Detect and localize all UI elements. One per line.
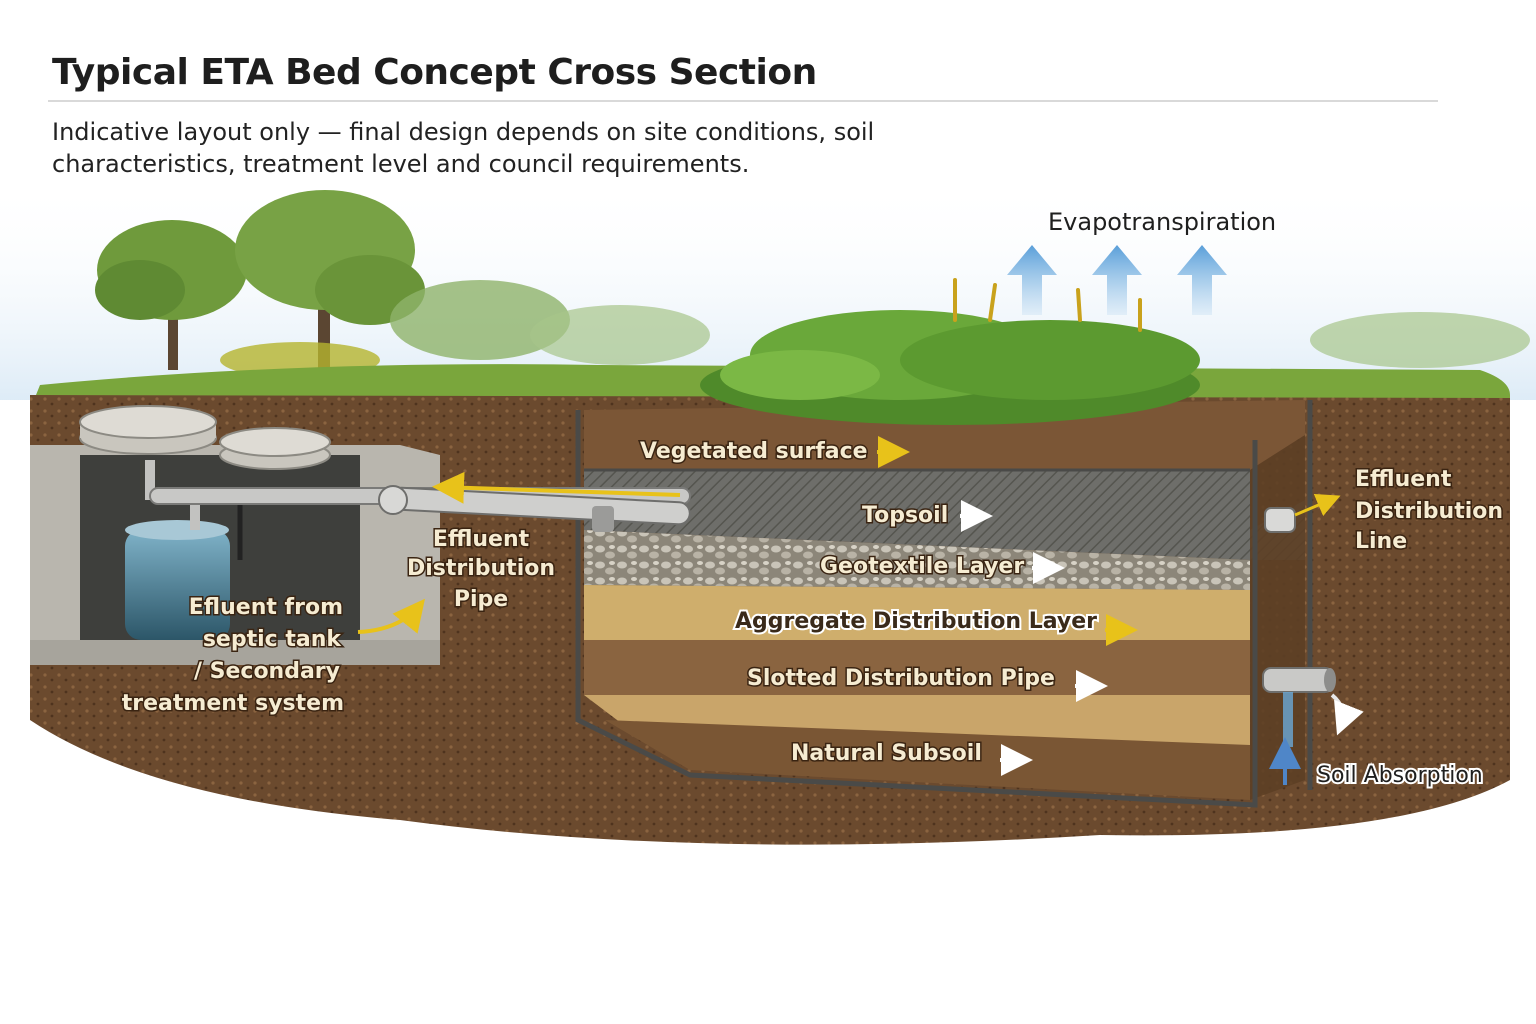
svg-text:Efluent from: Efluent from bbox=[189, 595, 343, 620]
vegetated-surface-layer bbox=[584, 400, 1305, 470]
flow-arrow-pipe bbox=[432, 471, 681, 504]
label-slotted-pipe: Slotted Distribution Pipe bbox=[747, 666, 1055, 691]
svg-text:/ Secondary: / Secondary bbox=[194, 659, 340, 684]
label-evapotranspiration: Evapotranspiration bbox=[1048, 208, 1276, 236]
svg-text:septic tank: septic tank bbox=[203, 627, 343, 652]
svg-text:Effluent: Effluent bbox=[433, 527, 530, 552]
label-effluent-pipe: Effluent Distribution Pipe bbox=[405, 526, 556, 614]
topsoil-layer bbox=[584, 470, 1305, 560]
soil-absorption-outlet bbox=[1262, 667, 1364, 785]
evapotranspiration-arrows bbox=[1007, 245, 1227, 315]
label-topsoil: Topsoil bbox=[862, 503, 948, 528]
svg-text:Line: Line bbox=[1355, 529, 1407, 554]
label-effluent-source: Efluent from septic tank / Secondary tre… bbox=[120, 594, 345, 718]
arrow-effluent-source bbox=[357, 598, 426, 634]
label-soil-absorption: Soil Absorption bbox=[1317, 763, 1483, 788]
label-aggregate: Aggregate Distribution Layer bbox=[735, 609, 1097, 634]
geotextile-layer bbox=[584, 530, 1250, 590]
label-effluent-line: Effluent Distribution Line bbox=[1354, 466, 1505, 556]
aggregate-layer bbox=[584, 585, 1250, 640]
page-title: Typical ETA Bed Concept Cross Section bbox=[52, 52, 817, 93]
svg-text:Effluent: Effluent bbox=[1355, 467, 1452, 492]
tank-water bbox=[125, 530, 230, 640]
svg-text:Pipe: Pipe bbox=[454, 587, 508, 612]
svg-text:treatment system: treatment system bbox=[122, 691, 344, 716]
natural-subsoil-layer bbox=[605, 720, 1250, 800]
svg-text:Distribution: Distribution bbox=[1355, 499, 1503, 524]
svg-text:Distribution: Distribution bbox=[407, 556, 555, 581]
title-divider bbox=[48, 100, 1438, 102]
effluent-distribution-line bbox=[1264, 493, 1341, 533]
label-natural-subsoil: Natural Subsoil bbox=[791, 741, 982, 766]
label-geotextile: Geotextile Layer bbox=[820, 554, 1024, 579]
background-trees bbox=[95, 190, 1530, 378]
label-vegetated-surface: Vegetated surface bbox=[640, 439, 868, 464]
subtitle: Indicative layout only — final design de… bbox=[52, 118, 875, 178]
bed-vegetation bbox=[700, 278, 1200, 425]
